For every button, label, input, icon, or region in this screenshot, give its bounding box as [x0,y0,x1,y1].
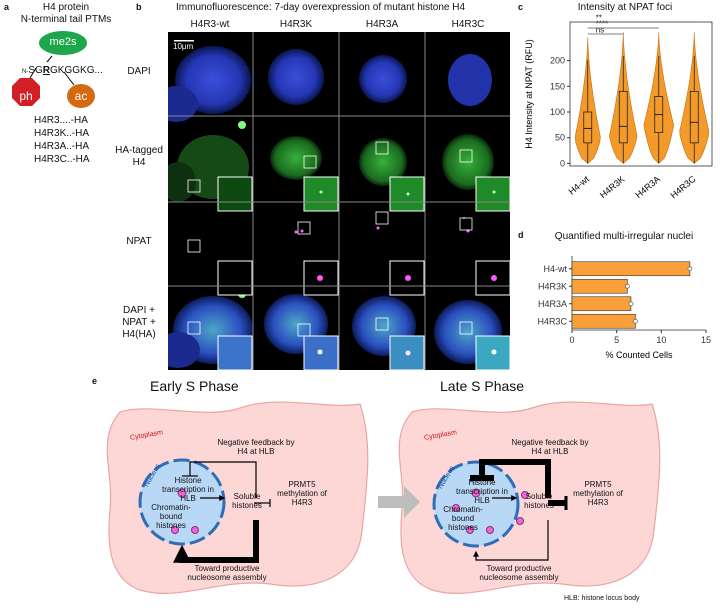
row-label: HA-tagged H4 [115,145,163,168]
neg-feedback-label: Negative feedback by H4 at HLB [217,438,295,456]
chart-title: Quantified multi-irregular nuclei [554,231,694,242]
y-tick-label: H4-wt [543,264,567,274]
row-label: DAPI + NPAT + H4(HA) [122,305,156,340]
x-tick-label: 5 [614,335,619,345]
sequence: N-SGRGKGGKG... [22,65,103,76]
row-label: NPAT [126,236,152,247]
bar [571,278,628,294]
x-tick-label: H4R3A [633,174,662,200]
x-axis-label: % Counted Cells [605,350,673,360]
bar-point [687,266,693,272]
toward-label: Toward productive nucleosome assembly [187,564,267,582]
bar-point [628,301,634,307]
box [583,111,593,144]
early-nucleus [138,458,226,546]
model-diagram [106,401,661,594]
neg-feedback-label: Negative feedback by H4 at HLB [511,438,589,456]
toward-label: Toward productive nucleosome assembly [479,564,559,582]
bar-point [625,283,630,289]
transition-arrow [378,486,420,518]
histone-tx-label: Histone transcription in HLB [455,478,509,505]
histone-tx-label: Histone transcription in HLB [161,476,215,503]
y-tick-label: 100 [550,107,565,117]
seq-prefix: N- [22,69,29,75]
panel-e-label: e [92,376,98,386]
seq-pre: SG [28,65,43,76]
soluble-label: Soluble histones [232,492,262,510]
panel-c-label: c [518,2,524,12]
late-assembly-arrow [473,520,549,561]
soluble-label: Soluble histones [524,492,554,510]
column-header: H4R3A [365,19,399,30]
y-tick-label: 150 [550,81,565,91]
bar-point [633,318,638,324]
panel-b-label: b [136,2,142,12]
early-title: Early S Phase [150,378,239,394]
chart-title: Intensity at NPAT foci [577,2,673,13]
bar [571,296,632,312]
sig-label: **** [596,20,608,29]
chromatin-label: Chromatin-bound histones [443,505,483,532]
variant-list: H4R3....-HA H4R3K..-HA H4R3A..-HA H4R3C.… [34,114,90,166]
variant-item: H4R3A..-HA [34,141,90,152]
ac-ellipse [67,84,95,108]
column-header: H4R3K [279,19,313,30]
seq-post: GKGGKG... [50,65,103,76]
box [618,91,628,144]
y-tick-label: 50 [555,133,565,143]
prmt5-label: PRMT5 methylation of H4R3 [277,480,327,507]
row-label: DAPI [127,66,151,77]
y-tick-label: H4R3A [538,299,567,309]
microscopy-image [168,32,510,370]
y-tick-label: H4R3K [538,281,567,291]
me2s-ellipse [39,31,87,55]
ptm-diagram [12,31,95,108]
x-tick-label: 15 [701,335,711,345]
ph-label: ph [19,89,33,103]
violin-chart: 0 50 100 150 200 H4 Intensity at NPAT (RFU) H4… [524,14,713,201]
panel-d-label: d [518,230,524,240]
y-tick-label: H4R3C [537,316,567,326]
panel-a-title-2: N-terminal tail PTMs [20,14,112,25]
panel-b-title: Immunofluorescence: 7-day overexpression… [176,2,466,13]
panel-a-title-1: H4 protein [42,2,90,13]
y-axis-label: H4 Intensity at NPAT (RFU) [524,39,534,149]
x-tick-label: H4R3C [668,174,697,201]
me2s-label: me2s [49,36,77,48]
early-feedback-arrow [189,461,257,498]
y-tick-label: 200 [550,56,565,66]
bar [571,261,691,277]
column-header: H4R3-wt [190,19,230,30]
early-assembly-arrow [173,520,259,563]
x-tick-label: 0 [569,335,574,345]
variant-item: H4R3....-HA [34,115,88,126]
prmt5-label: PRMT5 methylation of H4R3 [573,480,623,507]
panel-a-label: a [4,2,10,12]
late-title: Late S Phase [440,378,525,394]
seq-r: R [42,65,51,76]
late-feedback-arrow [479,459,551,498]
sig-label: ns [596,26,604,35]
ac-label: ac [74,89,88,103]
bar [571,313,636,329]
ph-octagon [12,78,40,106]
y-tick-label: 0 [560,158,565,168]
x-tick-label: H4R3K [598,174,627,200]
box [689,91,699,144]
late-nucleus [432,460,520,548]
footnote: HLB: histone locus body [564,595,640,602]
x-tick-label: 10 [656,335,666,345]
scale-bar-label: 10μm [173,42,194,51]
sig-label: ** [596,14,602,23]
microscopy-grid [168,32,510,370]
x-tick-label: H4-wt [567,174,592,197]
chromatin-label: Chromatin-bound histones [151,503,191,530]
early-cell [106,401,369,594]
variant-item: H4R3K..-HA [34,128,90,139]
variant-item: H4R3C..-HA [34,154,90,165]
column-header: H4R3C [451,19,485,30]
